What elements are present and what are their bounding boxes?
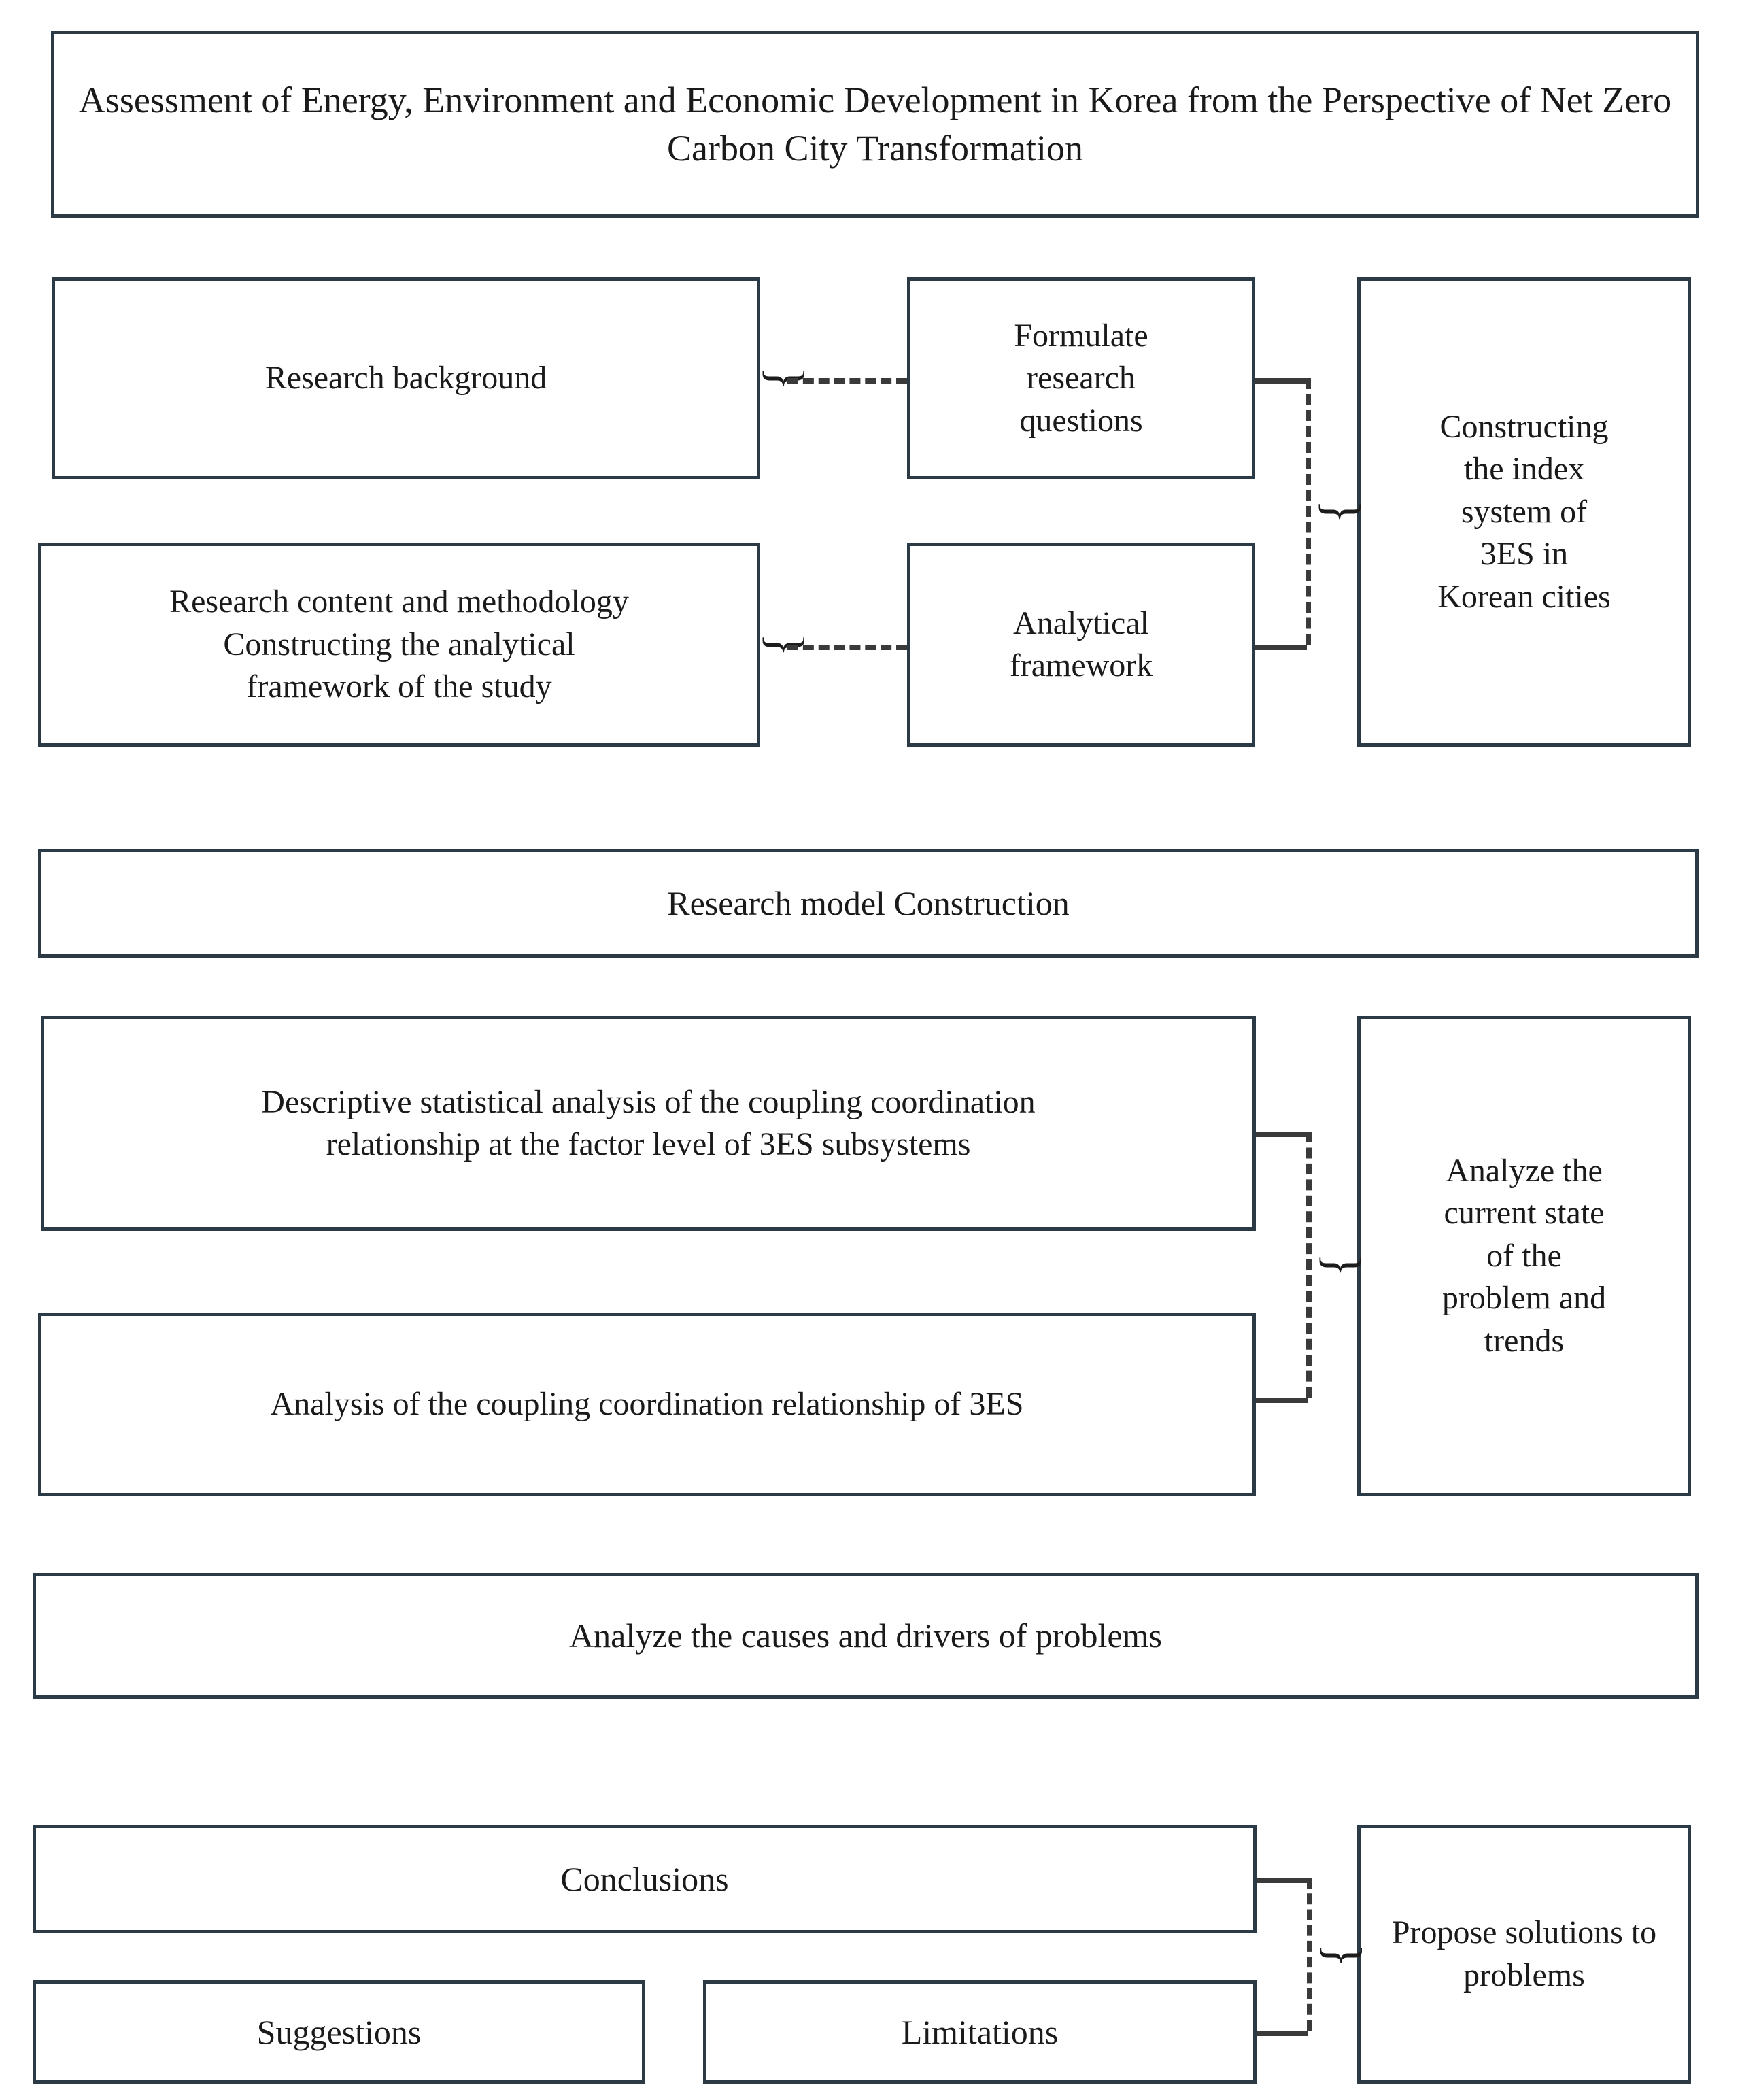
connector-line-bg-to-questions — [787, 378, 907, 384]
connector-stub-top — [1255, 378, 1307, 384]
node-conclusions-label: Conclusions — [560, 1859, 729, 1898]
connector-stub-bottom — [1257, 2031, 1308, 2036]
node-conclusions: Conclusions — [33, 1825, 1257, 1933]
connector-brace-icon: { — [1310, 1253, 1366, 1277]
connector-vertical-dashed — [1307, 1878, 1312, 2031]
node-analyze-causes-drivers-label: Analyze the causes and drivers of proble… — [569, 1616, 1162, 1655]
node-constructing-index-system: Constructing the index system of 3ES in … — [1357, 277, 1691, 747]
node-research-background-label: Research background — [265, 360, 547, 396]
node-analyze-current-state: Analyze the current state of the problem… — [1357, 1016, 1691, 1496]
node-formulate-research-questions-label: Formulate research questions — [1014, 317, 1148, 439]
node-constructing-index-system-label: Constructing the index system of 3ES in … — [1437, 409, 1611, 615]
node-title: Assessment of Energy, Environment and Ec… — [51, 31, 1699, 218]
node-analyze-causes-drivers: Analyze the causes and drivers of proble… — [33, 1573, 1699, 1699]
connector-vertical-dashed — [1306, 378, 1311, 645]
connector-stub-bottom — [1256, 1398, 1308, 1403]
node-research-content-methodology-label: Research content and methodology Constru… — [169, 583, 629, 705]
node-analysis-coupling-coordination: Analysis of the coupling coordination re… — [38, 1312, 1256, 1496]
node-suggestions-label: Suggestions — [256, 2012, 422, 2051]
node-analytical-framework-label: Analytical framework — [1009, 605, 1153, 683]
node-research-background: Research background — [52, 277, 760, 479]
connector-stub-bottom — [1255, 645, 1307, 650]
connector-brace-icon: { — [1310, 499, 1365, 524]
node-suggestions: Suggestions — [33, 1980, 645, 2084]
connector-brace-icon: { — [753, 632, 809, 657]
node-formulate-research-questions: Formulate research questions — [907, 277, 1255, 479]
node-research-content-methodology: Research content and methodology Constru… — [38, 543, 760, 747]
connector-stub-top — [1257, 1878, 1308, 1883]
node-analyze-current-state-label: Analyze the current state of the problem… — [1442, 1153, 1607, 1359]
connector-stub-top — [1256, 1132, 1308, 1137]
node-propose-solutions-label: Propose solutions to problems — [1391, 1914, 1657, 1993]
node-limitations-label: Limitations — [901, 2012, 1059, 2051]
connector-brace-icon: { — [753, 366, 809, 390]
connector-vertical-dashed — [1306, 1132, 1312, 1398]
node-limitations: Limitations — [703, 1980, 1257, 2084]
node-analysis-coupling-coordination-label: Analysis of the coupling coordination re… — [270, 1385, 1024, 1422]
connector-brace-icon: { — [1311, 1943, 1367, 1967]
node-analytical-framework: Analytical framework — [907, 543, 1255, 747]
node-descriptive-statistical-analysis: Descriptive statistical analysis of the … — [41, 1016, 1256, 1231]
node-title-label: Assessment of Energy, Environment and Ec… — [78, 80, 1672, 169]
connector-line-method-to-framework — [787, 645, 907, 650]
node-research-model-construction: Research model Construction — [38, 849, 1699, 958]
node-research-model-construction-label: Research model Construction — [667, 883, 1070, 922]
node-descriptive-statistical-analysis-label: Descriptive statistical analysis of the … — [261, 1083, 1036, 1162]
node-propose-solutions: Propose solutions to problems — [1357, 1825, 1691, 2084]
